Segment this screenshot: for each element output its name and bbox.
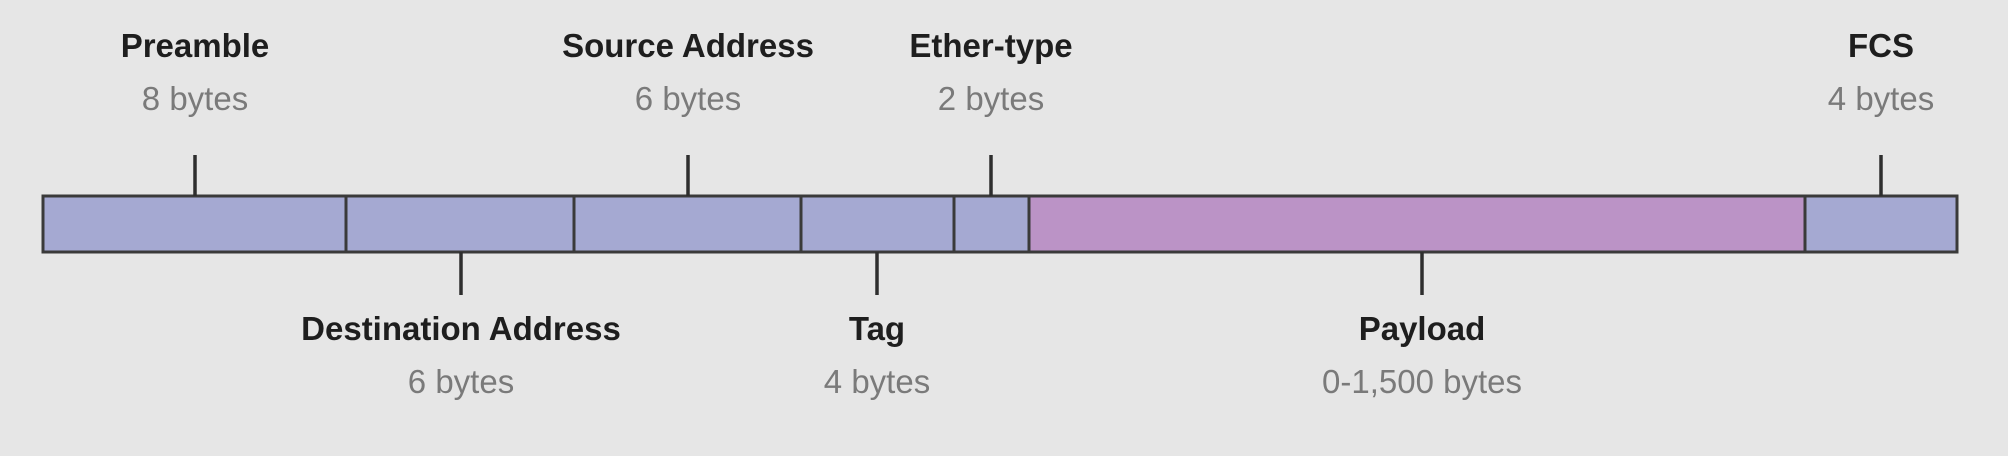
label-tag-name: Tag	[849, 310, 905, 347]
frame-outline	[41, 194, 1959, 254]
segment-preamble	[41, 194, 348, 254]
segment-tag	[799, 194, 956, 254]
segment-source-address	[572, 194, 803, 254]
segment-fcs	[1803, 194, 1959, 254]
label-destination-address-name: Destination Address	[301, 310, 621, 347]
segment-payload	[1027, 194, 1807, 254]
label-preamble-size: 8 bytes	[142, 80, 248, 117]
frame-bar	[41, 194, 1959, 254]
label-fcs-size: 4 bytes	[1828, 80, 1934, 117]
label-preamble-name: Preamble	[121, 27, 270, 64]
label-fcs-name: FCS	[1848, 27, 1914, 64]
label-source-address-size: 6 bytes	[635, 80, 741, 117]
label-ether-type-name: Ether-type	[909, 27, 1072, 64]
segment-ether-type	[952, 194, 1031, 254]
label-ether-type-size: 2 bytes	[938, 80, 1044, 117]
label-source-address-name: Source Address	[562, 27, 814, 64]
segment-destination-address	[344, 194, 576, 254]
label-destination-address-size: 6 bytes	[408, 363, 514, 400]
label-tag-size: 4 bytes	[824, 363, 930, 400]
frame-ticks	[193, 155, 1883, 295]
label-payload-size: 0-1,500 bytes	[1322, 363, 1522, 400]
label-payload-name: Payload	[1359, 310, 1486, 347]
